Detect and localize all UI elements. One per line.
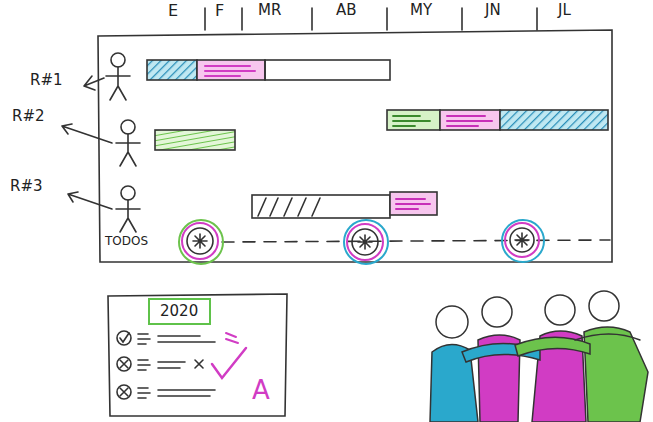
month-label: AB — [336, 2, 357, 19]
month-label: JN — [485, 2, 501, 19]
month-label: F — [215, 2, 224, 20]
row-label: R#1 — [30, 72, 63, 89]
month-label: MR — [258, 2, 281, 19]
month-label: MY — [410, 2, 432, 19]
month-label: E — [168, 2, 178, 20]
row-label: R#3 — [10, 178, 43, 195]
row-label: TODOS — [105, 235, 148, 248]
grade-mark: A — [252, 376, 270, 405]
month-label: JL — [558, 2, 571, 19]
row-label: R#2 — [12, 108, 45, 125]
year-text: 2020 — [160, 303, 199, 320]
year-box: 2020 — [148, 298, 211, 325]
